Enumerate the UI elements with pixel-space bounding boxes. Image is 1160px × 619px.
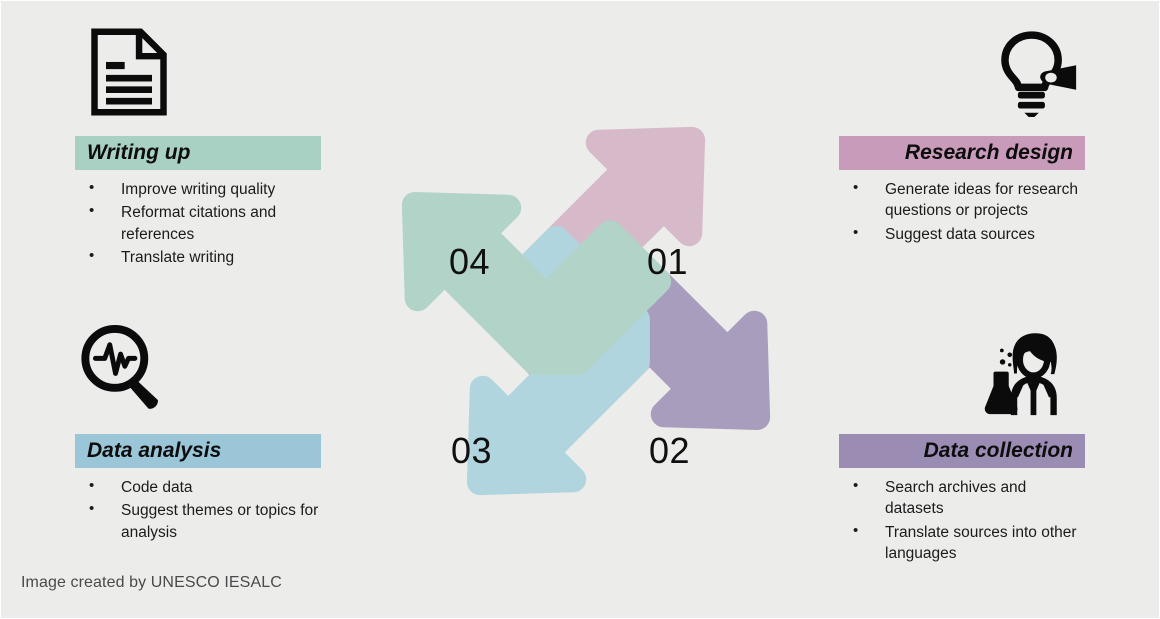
scientist-flask-icon [981,326,1073,418]
panel-writing-up: Writing up Improve writing quality Refor… [75,136,321,271]
list-item: Suggest themes or topics for analysis [75,499,321,543]
list-item: Search archives and datasets [839,476,1085,520]
image-credit: Image created by UNESCO IESALC [21,574,282,591]
list-item: Suggest data sources [839,223,1085,245]
panel-data-analysis: Data analysis Code data Suggest themes o… [75,434,321,545]
panel-title-data-analysis: Data analysis [75,434,321,468]
list-item: Code data [75,476,321,498]
panel-bullets-data-collection: Search archives and datasets Translate s… [839,476,1085,565]
panel-bullets-research-design: Generate ideas for research questions or… [839,178,1085,245]
magnifier-pulse-icon [76,321,168,413]
list-item: Reformat citations and references [75,201,321,245]
cycle-step-number-04: 04 [449,241,491,282]
document-icon [83,26,175,118]
panel-title-data-collection: Data collection [839,434,1085,468]
panel-bullets-data-analysis: Code data Suggest themes or topics for a… [75,476,321,543]
panel-title-research-design: Research design [839,136,1085,170]
cycle-step-number-01: 01 [647,241,689,282]
panel-bullets-writing-up: Improve writing quality Reformat citatio… [75,178,321,269]
panel-data-collection: Data collection Search archives and data… [839,434,1085,567]
panel-research-design: Research design Generate ideas for resea… [839,136,1085,247]
list-item: Translate writing [75,246,321,268]
research-cycle-diagram: 01 02 03 04 [331,51,841,571]
cycle-step-number-03: 03 [451,430,493,471]
list-item: Improve writing quality [75,178,321,200]
list-item: Generate ideas for research questions or… [839,178,1085,222]
lightbulb-idea-icon [987,25,1079,117]
cycle-step-number-02: 02 [649,430,691,471]
list-item: Translate sources into other languages [839,521,1085,565]
panel-title-writing-up: Writing up [75,136,321,170]
